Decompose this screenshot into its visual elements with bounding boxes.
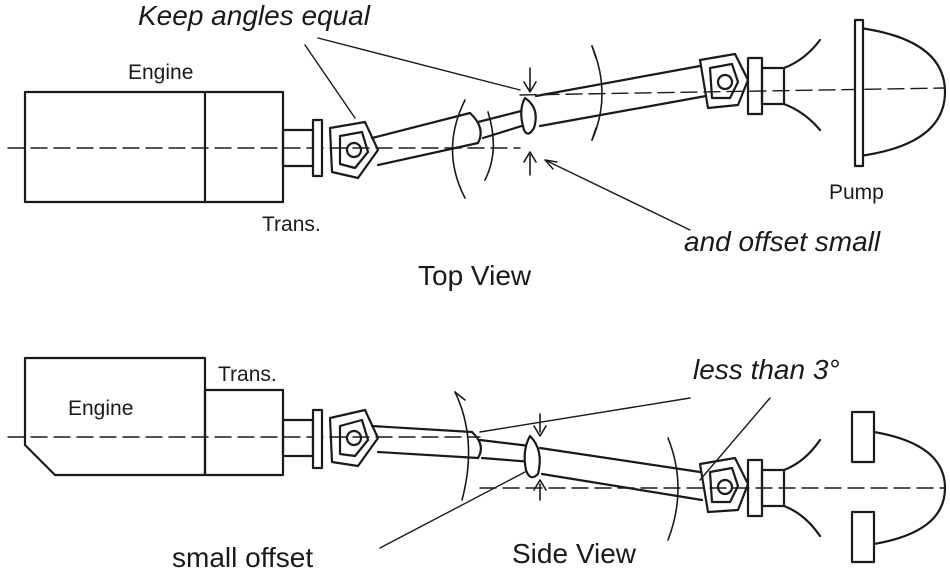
side-ujoint-left bbox=[328, 408, 380, 468]
top-engine-block bbox=[23, 90, 285, 204]
top-leader-angles bbox=[304, 37, 521, 119]
side-annotation-angles: less than 3° bbox=[693, 354, 840, 385]
side-shaft-front bbox=[370, 424, 480, 460]
top-annotation-offset: and offset small bbox=[684, 226, 881, 257]
top-offset-arrows bbox=[523, 67, 537, 176]
side-pump-body bbox=[858, 428, 947, 548]
side-ujoint-right bbox=[698, 456, 750, 514]
top-ujoint-right bbox=[698, 52, 750, 110]
side-offset-arrows bbox=[533, 413, 547, 501]
side-leader-offset bbox=[379, 471, 526, 549]
side-annotation-offset: small offset bbox=[172, 542, 314, 573]
side-engine-label: Engine bbox=[68, 397, 134, 420]
top-angle-arc-left bbox=[451, 99, 466, 199]
side-engine-block bbox=[23, 356, 207, 477]
top-view-drawing bbox=[7, 18, 947, 231]
side-angle-arc-right bbox=[667, 437, 679, 541]
top-annotation-angles: Keep angles equal bbox=[138, 0, 370, 31]
side-leader-angle bbox=[479, 397, 771, 481]
top-shaft-rear bbox=[534, 64, 708, 128]
side-view-drawing bbox=[7, 356, 947, 564]
top-pump-label: Pump bbox=[829, 181, 884, 204]
side-pump-flange-bottom bbox=[850, 510, 876, 564]
top-engine-label: Engine bbox=[128, 61, 194, 84]
side-flange-left bbox=[311, 408, 324, 470]
side-view-title: Side View bbox=[512, 538, 637, 569]
top-leader-offset bbox=[544, 159, 691, 231]
top-ujoint-left bbox=[328, 120, 380, 180]
top-pump-coupling bbox=[746, 56, 764, 116]
side-trans-label: Trans. bbox=[218, 363, 277, 386]
side-angle-arc-left bbox=[454, 391, 470, 501]
side-shaft-rear bbox=[538, 446, 704, 502]
top-flange-left bbox=[311, 118, 324, 178]
top-shaft-front bbox=[370, 111, 480, 167]
side-pump-flange-top bbox=[850, 410, 876, 464]
top-view-title: Top View bbox=[418, 260, 532, 291]
top-trans-label: Trans. bbox=[262, 213, 321, 236]
side-slip-joint bbox=[478, 438, 534, 464]
top-slip-joint bbox=[476, 108, 530, 140]
side-trans-shaft bbox=[281, 418, 315, 458]
top-pump-flange bbox=[853, 18, 865, 168]
side-trans-block bbox=[203, 388, 285, 477]
top-pump-body bbox=[858, 26, 947, 158]
